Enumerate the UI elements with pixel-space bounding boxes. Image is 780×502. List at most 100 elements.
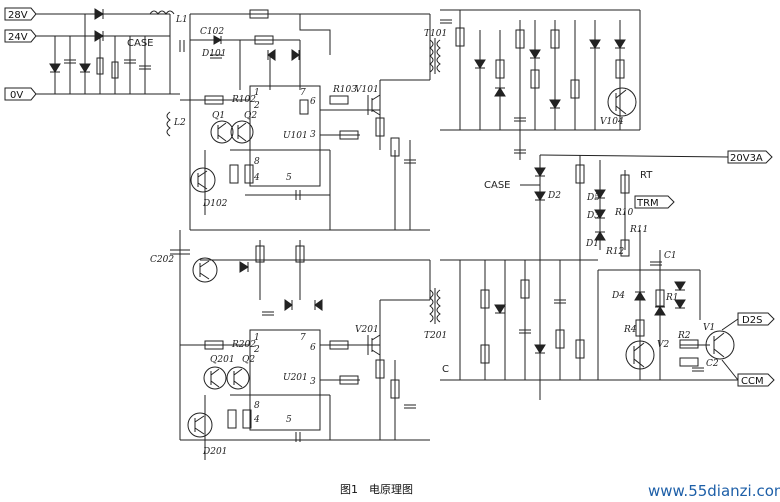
output-capacitors [519, 261, 704, 372]
d201-label: D201 [202, 447, 227, 457]
r4-label: R4 [623, 325, 637, 335]
top-diodes [213, 35, 300, 61]
u101-label: U101 [283, 131, 308, 141]
transistor-left-bottom [187, 412, 213, 438]
u201-pin-4: 4 [253, 415, 260, 425]
d4-label: D4 [611, 291, 625, 301]
transformer-t101 [429, 38, 441, 74]
output-port-trm: TRM [634, 195, 675, 209]
r1-label: R1 [665, 293, 679, 303]
inductor-l2 [166, 111, 171, 137]
c202-label: C202 [150, 255, 174, 265]
svg-text:0V: 0V [10, 90, 23, 101]
svg-text:20V3A: 20V3A [730, 153, 763, 164]
svg-text:TRM: TRM [636, 198, 659, 209]
q201-label: Q201 [210, 355, 235, 365]
bottom-resistors [204, 245, 400, 429]
d3-label: D3 [586, 211, 600, 221]
secondary-top-diodes [474, 39, 626, 109]
u101-pin-1: 1 [254, 88, 260, 98]
figure-caption: 图1 电原理图 [340, 483, 413, 496]
u201-pin-5: 5 [286, 415, 292, 425]
transistor-v1 [705, 330, 735, 360]
output-diodes [494, 167, 686, 354]
bottom-diodes [239, 261, 323, 311]
top-resistors [204, 9, 400, 184]
transistor-v101 [367, 94, 381, 116]
output-port-d2s: D2S [737, 312, 775, 326]
v2-label: V2 [657, 340, 669, 350]
r12-label: R12 [605, 247, 625, 257]
bottom-channel-wiring [179, 240, 431, 460]
d1-label: D1 [585, 239, 599, 249]
watermark: www.55dianzi.com [648, 482, 780, 500]
c102-label: C102 [200, 27, 224, 37]
secondary-top-resistors [455, 27, 625, 99]
transistor-left-top [190, 167, 216, 193]
c-label-left: C [442, 364, 449, 375]
q2-label: Q2 [244, 111, 257, 121]
input-port-28v: 28V [4, 7, 37, 21]
u101-pin-3: 3 [310, 130, 316, 140]
output-port-ccm: CCM [737, 373, 775, 387]
rt-label: RT [640, 170, 653, 181]
transistor-mid-channel [192, 257, 218, 283]
u101-pin-2: 2 [253, 101, 260, 111]
d101-label: D101 [201, 49, 226, 59]
r10-label: R10 [614, 208, 634, 218]
d102-label: D102 [202, 199, 228, 209]
case-label-2: CASE [484, 180, 511, 191]
transistor-v2 [625, 340, 655, 370]
secondary-top-capacitors [440, 19, 526, 154]
q1-label: Q1 [212, 111, 225, 121]
u101-pin-8: 8 [254, 157, 260, 167]
channel-link [170, 230, 190, 260]
c1-label: C1 [664, 251, 677, 261]
c2-label: C2 [706, 359, 719, 369]
case-label-1: CASE [127, 38, 154, 49]
v104-label: V104 [600, 117, 624, 127]
input-diodes [49, 8, 104, 73]
r11-label: R11 [629, 225, 648, 235]
l1-label: L1 [175, 15, 188, 25]
input-port-24v: 24V [4, 29, 37, 43]
input-port-0v: 0V [4, 87, 37, 101]
svg-text:CCM: CCM [741, 376, 764, 387]
r2-label: R2 [677, 331, 691, 341]
d5-label: D5 [586, 193, 600, 203]
v1-label: V1 [703, 323, 715, 333]
transistor-q202 [226, 366, 250, 390]
r102-label: R102 [231, 95, 256, 105]
q202-label: Q2 [242, 355, 255, 365]
transistor-v104 [607, 87, 637, 117]
ic-u201 [249, 329, 321, 431]
u201-pin-8: 8 [254, 401, 260, 411]
transistor-q2 [230, 120, 254, 144]
r202-label: R202 [231, 340, 256, 350]
d2-label: D2 [547, 191, 561, 201]
u201-pin-1: 1 [254, 333, 260, 343]
v201-label: V201 [355, 325, 379, 335]
u201-pin-3: 3 [310, 377, 316, 387]
t101-label: T101 [424, 29, 447, 39]
svg-text:D2S: D2S [742, 315, 762, 326]
u201-label: U201 [283, 373, 308, 383]
u201-pin-7: 7 [300, 333, 306, 343]
u101-pin-5: 5 [286, 173, 292, 183]
output-resistors [480, 164, 699, 367]
u201-pin-2: 2 [253, 345, 260, 355]
r103-label: R103 [332, 85, 357, 95]
u201-pin-6: 6 [310, 343, 316, 353]
transistor-q201 [203, 366, 227, 390]
u101-pin-6: 6 [310, 97, 316, 107]
top-capacitors [179, 40, 416, 200]
svg-text:24V: 24V [8, 32, 28, 43]
bottom-capacitors [262, 311, 416, 442]
v101-label: V101 [355, 85, 379, 95]
top-channel-wiring [180, 13, 431, 231]
input-filter-wiring [36, 13, 191, 230]
l2-label: L2 [173, 118, 186, 128]
input-capacitors [64, 57, 151, 79]
t201-label: T201 [424, 331, 447, 341]
